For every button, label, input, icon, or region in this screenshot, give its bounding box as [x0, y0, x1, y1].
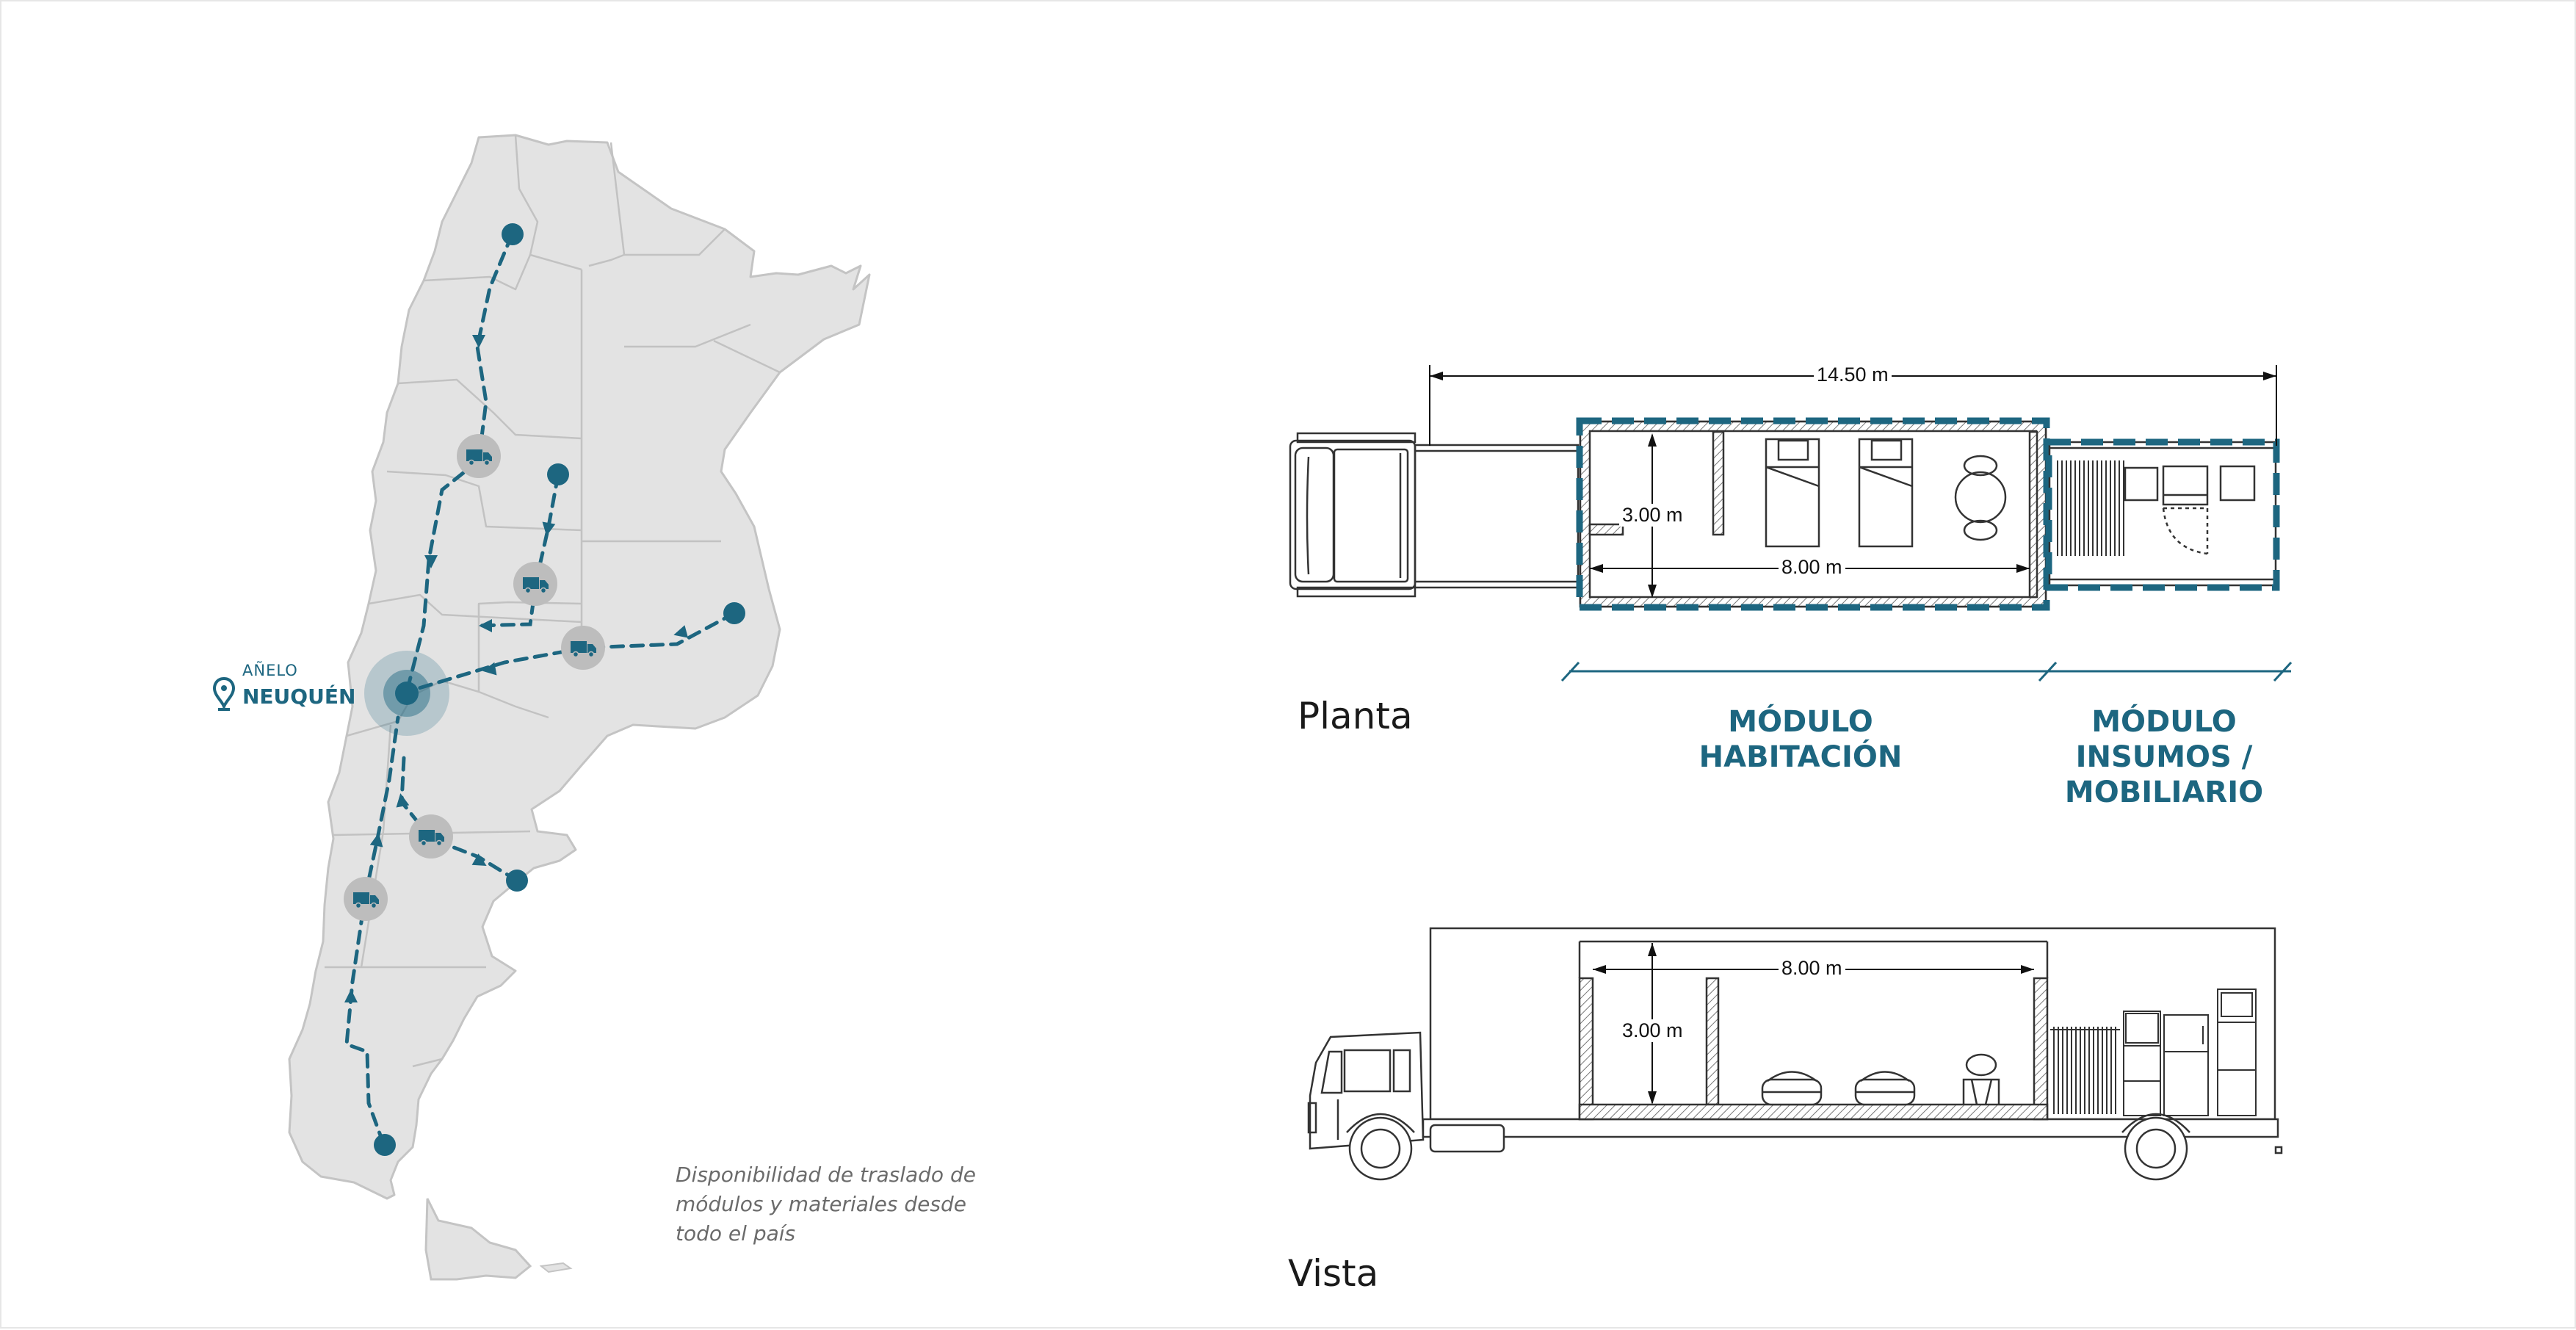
truck-icon — [457, 434, 501, 478]
route-south-to-neuquen — [363, 715, 400, 900]
bed-2 — [1858, 438, 1914, 548]
plan-view — [1289, 365, 2293, 682]
route-litoral-to-neuquen — [405, 646, 587, 694]
fridge — [2163, 1014, 2209, 1116]
elevation-dimension-arrows — [1593, 943, 2034, 1105]
destination-name: NEUQUÉN — [242, 684, 356, 709]
elevation-room-module — [1578, 940, 2049, 1121]
origin-dot-salta — [502, 223, 524, 245]
route-arrow — [472, 335, 485, 348]
tierra-del-fuego — [424, 1198, 532, 1281]
table-and-chairs — [1954, 455, 2007, 541]
material-stack — [2057, 460, 2124, 556]
plan-module-length: 8.00 m — [1779, 556, 1845, 579]
plan-supplies-module-outline — [2045, 438, 2280, 591]
route-arrow — [344, 989, 358, 1002]
elevation-title: Vista — [1288, 1252, 1379, 1295]
elevation-supplies — [2050, 989, 2257, 1116]
plan-truck-cab — [1289, 432, 1417, 598]
route-arrows — [344, 335, 689, 1002]
plan-room-module-outline — [1576, 417, 2050, 611]
origin-dot-south — [374, 1134, 396, 1156]
route-arrow — [479, 619, 492, 632]
elevation-view — [1307, 927, 2283, 1181]
truck-icon — [561, 626, 605, 670]
plan-chassis — [1414, 444, 1580, 589]
map-caption: Disponibilidad de traslado de módulos y … — [676, 1163, 976, 1246]
location-pin-icon — [212, 676, 236, 711]
route-arrow — [471, 853, 487, 866]
elevation-truck-cab — [1307, 1031, 1425, 1150]
truck-badges — [344, 434, 605, 921]
supply-fridge — [2162, 465, 2209, 506]
bed-elevation — [1761, 1071, 1823, 1106]
truck-wheel — [2121, 1113, 2190, 1181]
plan-title: Planta — [1298, 695, 1413, 737]
origin-dot-atlantic — [506, 870, 528, 892]
route-arrow — [482, 662, 497, 676]
truck-wheel — [1346, 1113, 1415, 1181]
destination-prefix: AÑELO — [242, 662, 298, 679]
door-swing — [2162, 507, 2209, 555]
elevation-cargo-box — [1429, 927, 2276, 1121]
route-arrow — [369, 833, 383, 847]
origin-dot-litoral — [723, 602, 745, 624]
module-room-label: MÓDULO HABITACIÓN — [1698, 705, 1903, 774]
route-north — [475, 233, 514, 463]
route-arrow — [396, 793, 410, 808]
supply-box — [2219, 465, 2256, 502]
truck-icon — [409, 814, 453, 859]
shelf-unit — [2123, 1011, 2161, 1116]
origin-points — [374, 223, 745, 1156]
origin-dot-cordoba — [547, 463, 569, 485]
route-arrow — [542, 521, 556, 536]
route-cordoba-to-neuquen — [473, 579, 538, 628]
plan-total-length: 14.50 m — [1814, 364, 1892, 386]
plan-module-width: 3.00 m — [1619, 504, 1686, 527]
isla-de-los-estados — [539, 1262, 573, 1273]
destination-marker — [364, 651, 449, 736]
chair-elevation — [1962, 1053, 2000, 1105]
truck-icon — [344, 877, 388, 921]
route-south — [344, 895, 386, 1146]
plan-supplies-module — [2048, 441, 2277, 587]
tall-cabinet — [2217, 989, 2257, 1116]
module-span-line — [1560, 661, 2293, 682]
route-arrow — [673, 625, 689, 638]
module-supplies-label: MÓDULO INSUMOS / MOBILIARIO — [2064, 705, 2264, 809]
elevation-module-length: 8.00 m — [1779, 957, 1845, 980]
bed-1 — [1765, 438, 1820, 548]
truck-icon — [513, 562, 557, 606]
elevation-module-height: 3.00 m — [1619, 1019, 1686, 1042]
bed-elevation — [1854, 1071, 1916, 1106]
plan-dimension-arrows — [1430, 372, 2276, 598]
supply-box — [2124, 466, 2159, 502]
route-arrow — [424, 555, 438, 568]
route-litoral — [583, 611, 737, 650]
